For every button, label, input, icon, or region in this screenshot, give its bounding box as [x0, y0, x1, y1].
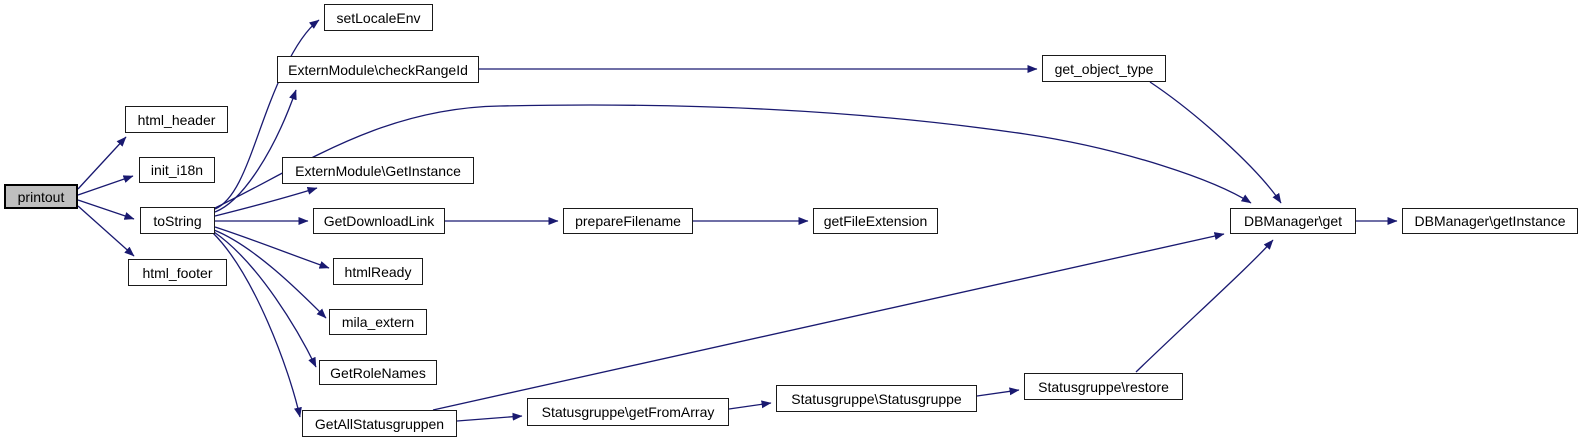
edge-restore-DBManager_get	[1135, 239, 1274, 373]
edge-GetAllStatusgruppen-getFromArray	[456, 412, 523, 422]
edge-toString-GetAllStatusgruppen	[212, 232, 302, 418]
node-getallstatusgruppen[interactable]: GetAllStatusgruppen	[302, 410, 457, 437]
edge-Statusgruppe-restore	[976, 387, 1020, 397]
edge-toString-GetRoleNames	[213, 231, 317, 368]
node-dbmanager-getinstance[interactable]: DBManager\getInstance	[1402, 208, 1578, 234]
node-externmodule-checkrangeid[interactable]: ExternModule\checkRangeId	[277, 56, 479, 83]
node-dbmanager-get[interactable]: DBManager\get	[1230, 208, 1356, 234]
edge-toString-checkRangeId	[214, 89, 297, 213]
node-getfileextension[interactable]: getFileExtension	[813, 208, 938, 234]
node-get-object-type[interactable]: get_object_type	[1042, 55, 1166, 82]
edge-toString-setLocaleEnv	[214, 19, 320, 210]
edge-toString-GetInstance	[214, 186, 318, 217]
node-htmlready[interactable]: htmlReady	[333, 258, 423, 285]
node-getdownloadlink[interactable]: GetDownloadLink	[313, 208, 445, 234]
node-statusgruppe-restore[interactable]: Statusgruppe\restore	[1024, 373, 1183, 400]
node-getrolenames[interactable]: GetRoleNames	[319, 360, 437, 385]
edge-get_object_type-DBManager_get	[1149, 81, 1282, 204]
edge-printout-init_i18n	[77, 175, 134, 196]
edge-printout-toString	[77, 199, 135, 220]
node-setlocaleenv[interactable]: setLocaleEnv	[324, 4, 433, 31]
edge-printout-html_footer	[77, 205, 135, 257]
node-statusgruppe-getfromarray[interactable]: Statusgruppe\getFromArray	[527, 398, 729, 426]
edge-GetAllStatusgruppen-DBManager_get	[432, 232, 1225, 411]
edge-toString-htmlReady	[214, 226, 330, 269]
edge-getFromArray-Statusgruppe	[728, 400, 772, 410]
node-html-footer[interactable]: html_footer	[128, 259, 227, 286]
node-externmodule-getinstance[interactable]: ExternModule\GetInstance	[282, 157, 474, 184]
node-html-header[interactable]: html_header	[125, 106, 228, 133]
edge-toString-DBManager_get	[214, 104, 1252, 209]
node-mila-extern[interactable]: mila_extern	[329, 309, 427, 335]
node-printout: printout	[4, 184, 78, 209]
node-init-i18n[interactable]: init_i18n	[139, 157, 215, 183]
node-preparefilename[interactable]: prepareFilename	[563, 208, 693, 234]
node-statusgruppe-statusgruppe[interactable]: Statusgruppe\Statusgruppe	[776, 385, 977, 412]
edge-printout-html_header	[77, 136, 127, 190]
node-tostring[interactable]: toString	[140, 207, 215, 234]
edge-toString-mila_extern	[213, 229, 327, 319]
